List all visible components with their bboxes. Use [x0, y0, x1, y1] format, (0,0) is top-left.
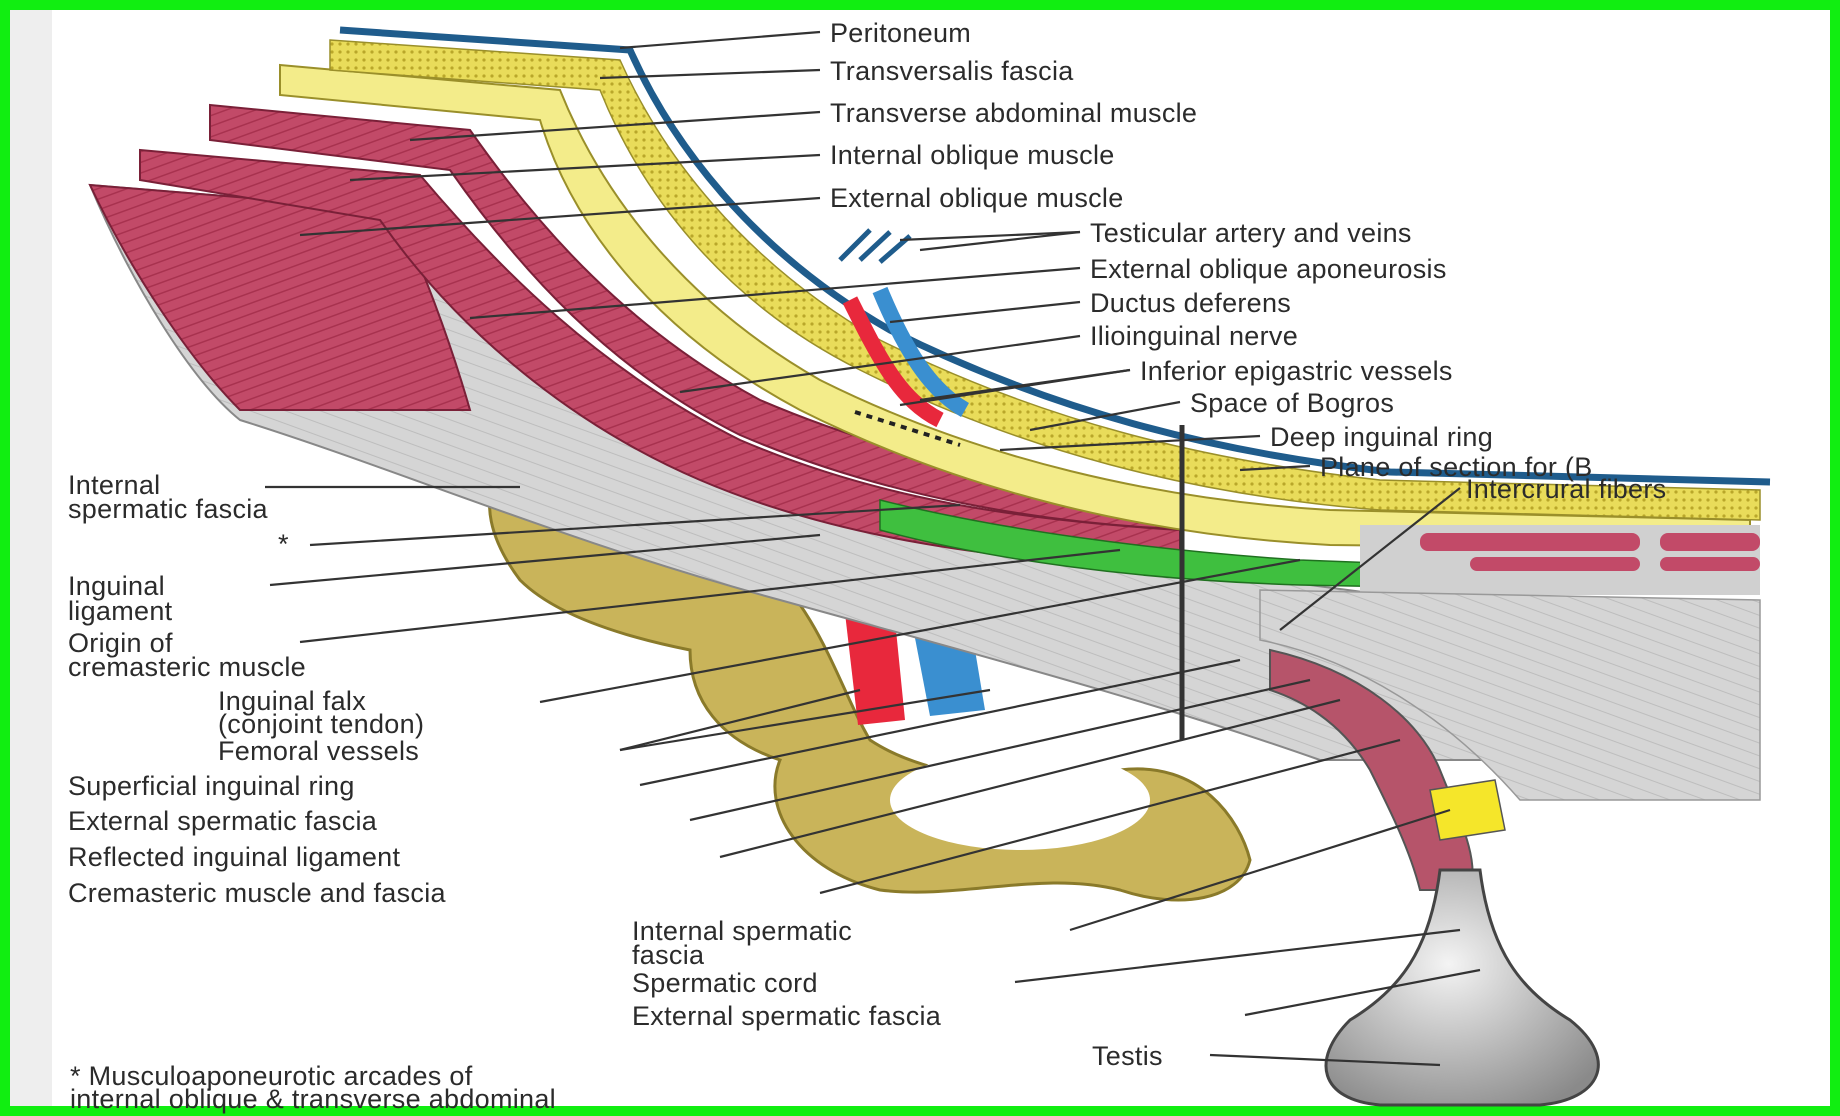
label-internal-oblique-muscle: Internal oblique muscle — [830, 140, 1115, 170]
label-testicular-artery-veins: Testicular artery and veins — [1090, 218, 1412, 248]
label-transverse-abdominal-muscle: Transverse abdominal muscle — [830, 98, 1197, 128]
label-peritoneum: Peritoneum — [830, 18, 971, 48]
label-superficial-inguinal-ring: Superficial inguinal ring — [68, 771, 355, 801]
footnote-line-2: internal oblique & transverse abdominal — [70, 1084, 556, 1114]
label-intercrural-fibers: Intercrural fibers — [1466, 474, 1666, 504]
cut-band-1 — [1420, 533, 1640, 551]
label-external-oblique-aponeurosis: External oblique aponeurosis — [1090, 254, 1447, 284]
cut-band-2 — [1660, 533, 1760, 551]
label-external-spermatic-fascia-bottom: External spermatic fascia — [632, 1001, 942, 1031]
label-ilioinguinal-nerve: Ilioinguinal nerve — [1090, 321, 1298, 351]
label-star: * — [278, 529, 289, 559]
label-femoral-vessels: Femoral vessels — [218, 736, 419, 766]
label-inguinal-ligament-2: ligament — [68, 596, 173, 626]
cord-yellow-band — [1430, 780, 1505, 840]
cut-band-3 — [1470, 557, 1640, 571]
label-internal-spermatic-fascia-left-2: spermatic fascia — [68, 494, 269, 524]
testis-shape — [1326, 870, 1598, 1105]
label-external-oblique-muscle: External oblique muscle — [830, 183, 1124, 213]
label-spermatic-cord: Spermatic cord — [632, 968, 818, 998]
label-deep-inguinal-ring: Deep inguinal ring — [1270, 422, 1493, 452]
testicular-vessel-strands — [840, 230, 910, 262]
label-transversalis-fascia: Transversalis fascia — [830, 56, 1074, 86]
label-ductus-deferens: Ductus deferens — [1090, 288, 1291, 318]
cut-band-4 — [1660, 557, 1760, 571]
label-external-spermatic-fascia-left: External spermatic fascia — [68, 806, 378, 836]
label-inferior-epigastric-vessels: Inferior epigastric vessels — [1140, 356, 1453, 386]
label-reflected-inguinal-ligament: Reflected inguinal ligament — [68, 842, 400, 872]
label-origin-cremasteric-2: cremasteric muscle — [68, 652, 306, 682]
label-space-of-bogros: Space of Bogros — [1190, 388, 1394, 418]
label-inguinal-falx-2: (conjoint tendon) — [218, 709, 424, 739]
label-cremasteric-muscle-fascia: Cremasteric muscle and fascia — [68, 878, 447, 908]
label-internal-spermatic-fascia-bottom-2: fascia — [632, 940, 705, 970]
label-testis: Testis — [1092, 1041, 1163, 1071]
